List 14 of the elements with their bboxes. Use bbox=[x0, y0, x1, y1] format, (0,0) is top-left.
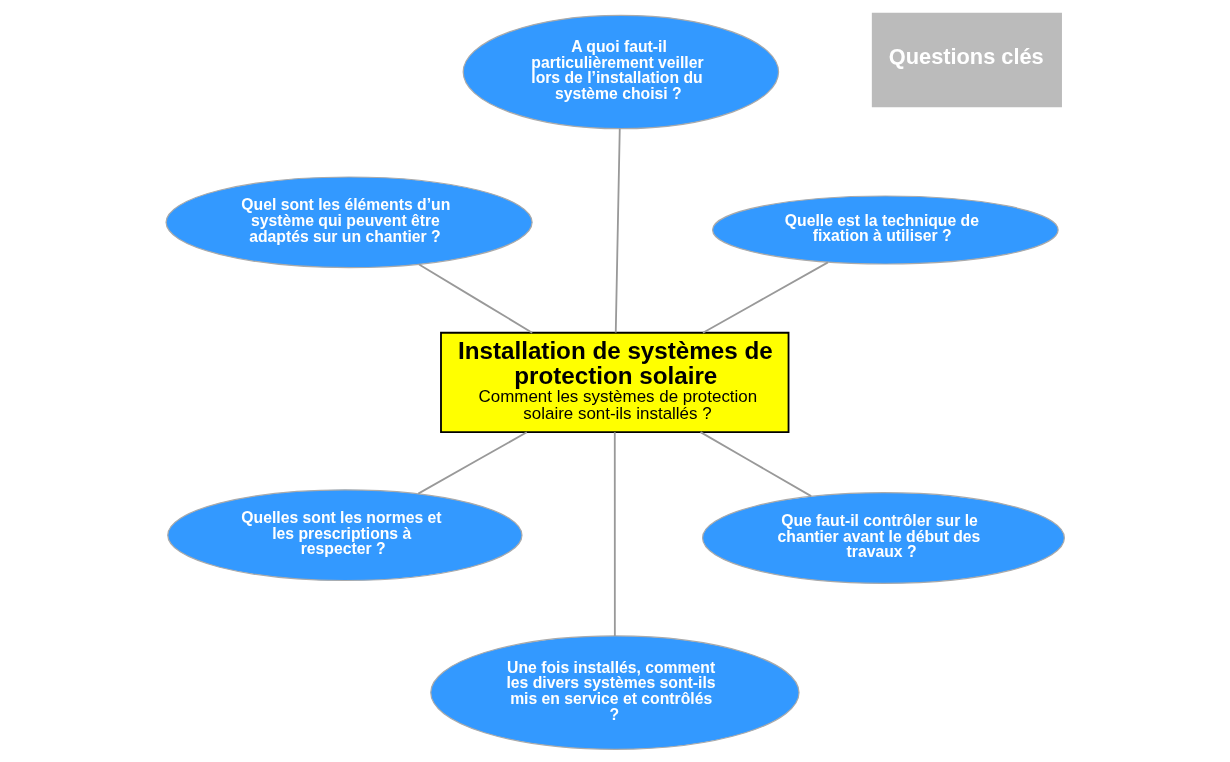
node-ellipse: Quelles sont les normes et les prescriptions à respecter ? bbox=[167, 489, 523, 582]
connector bbox=[613, 431, 616, 637]
connector bbox=[699, 431, 813, 498]
connector bbox=[417, 431, 528, 495]
node-ellipse: Quel sont les éléments d’un système qui peuvent être adaptés sur un chantier ? bbox=[165, 176, 533, 269]
node-ellipse: Que faut-il contrôler sur le chantier avant le début des travaux ? bbox=[701, 492, 1065, 584]
node-ellipse: Quelle est la technique de fixation à utiliser ? bbox=[712, 195, 1059, 265]
connector bbox=[702, 261, 829, 334]
connector bbox=[418, 263, 534, 334]
connector bbox=[614, 127, 621, 334]
node-ellipse: A quoi faut-il particulièrement veiller lors de l’installation du système choisi ? bbox=[462, 14, 780, 130]
node-box: Installation de systèmes de protection solaire Comment les systèmes de protection solaire sont-ils installés ? bbox=[440, 331, 790, 433]
label: Questions clés bbox=[888, 44, 1044, 70]
node-ellipse: Une fois installés, comment les divers systèmes sont-ils mis en service et contrôlés ? bbox=[430, 635, 800, 750]
